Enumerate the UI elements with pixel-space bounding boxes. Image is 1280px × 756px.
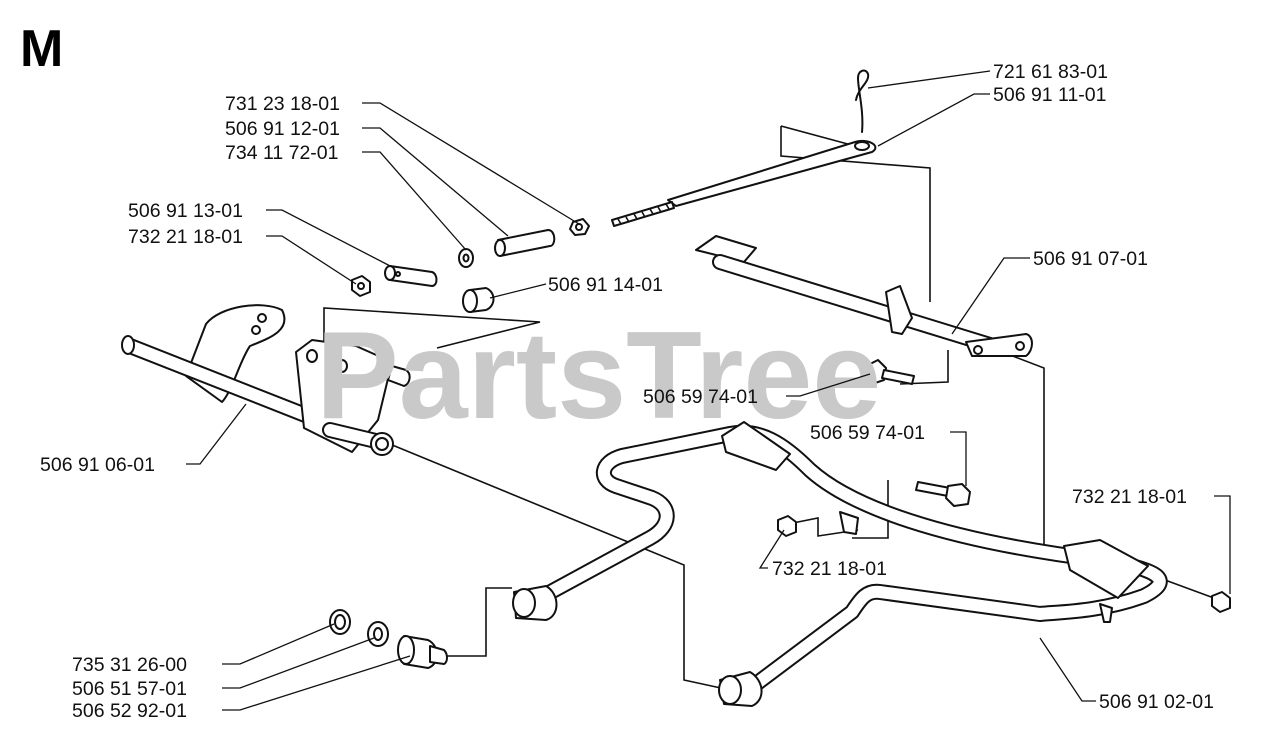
part-label-735-31-26-00: 735 31 26-00	[72, 654, 187, 676]
washer	[458, 248, 474, 268]
part-label-506-59-74-01-upper: 506 59 74-01	[643, 386, 758, 408]
threaded-bushing	[397, 635, 448, 669]
part-label-732-21-18-01-right: 732 21 18-01	[1072, 486, 1187, 508]
bolt-lower	[915, 481, 971, 507]
bushing	[462, 287, 495, 313]
part-label-506-59-74-01-lower: 506 59 74-01	[810, 422, 925, 444]
hex-nut-middle	[777, 515, 797, 537]
part-label-731-23-18-01: 731 23 18-01	[225, 93, 340, 115]
rod	[611, 140, 877, 227]
part-label-506-91-11-01: 506 91 11-01	[993, 84, 1107, 106]
part-label-506-91-12-01: 506 91 12-01	[225, 118, 340, 140]
part-label-732-21-18-01: 732 21 18-01	[128, 226, 243, 248]
pivot-bracket	[121, 304, 411, 456]
watermark: PartsTree	[316, 307, 881, 445]
part-label-506-51-57-01: 506 51 57-01	[72, 678, 187, 700]
hex-nut-right	[1211, 591, 1231, 613]
section-letter: M	[20, 20, 63, 78]
cross-shaft	[695, 235, 1033, 357]
spacer-tube	[494, 229, 556, 257]
hex-nut	[351, 275, 371, 297]
cotter-pin	[855, 69, 870, 133]
part-label-732-21-18-01-middle: 732 21 18-01	[772, 558, 887, 580]
part-label-721-61-83-01: 721 61 83-01	[993, 61, 1108, 83]
lower-washer	[367, 621, 389, 647]
assembly-guide-lines	[323, 125, 1223, 691]
part-label-506-91-14-01: 506 91 14-01	[548, 274, 663, 296]
part-label-734-11-72-01: 734 11 72-01	[225, 142, 339, 164]
part-label-506-52-92-01: 506 52 92-01	[72, 700, 187, 722]
part-labels: 721 61 83-01 506 91 11-01 731 23 18-01 5…	[40, 61, 1214, 722]
part-label-506-91-13-01: 506 91 13-01	[128, 200, 243, 222]
leader-lines	[186, 70, 1231, 711]
pin	[384, 265, 438, 287]
part-label-506-91-02-01: 506 91 02-01	[1099, 691, 1214, 713]
part-label-506-91-07-01: 506 91 07-01	[1033, 248, 1148, 270]
retaining-ring	[329, 609, 351, 635]
main-frame	[512, 421, 1168, 707]
exploded-drawing: PartsTree	[121, 69, 1231, 707]
part-label-506-91-06-01: 506 91 06-01	[40, 454, 155, 476]
